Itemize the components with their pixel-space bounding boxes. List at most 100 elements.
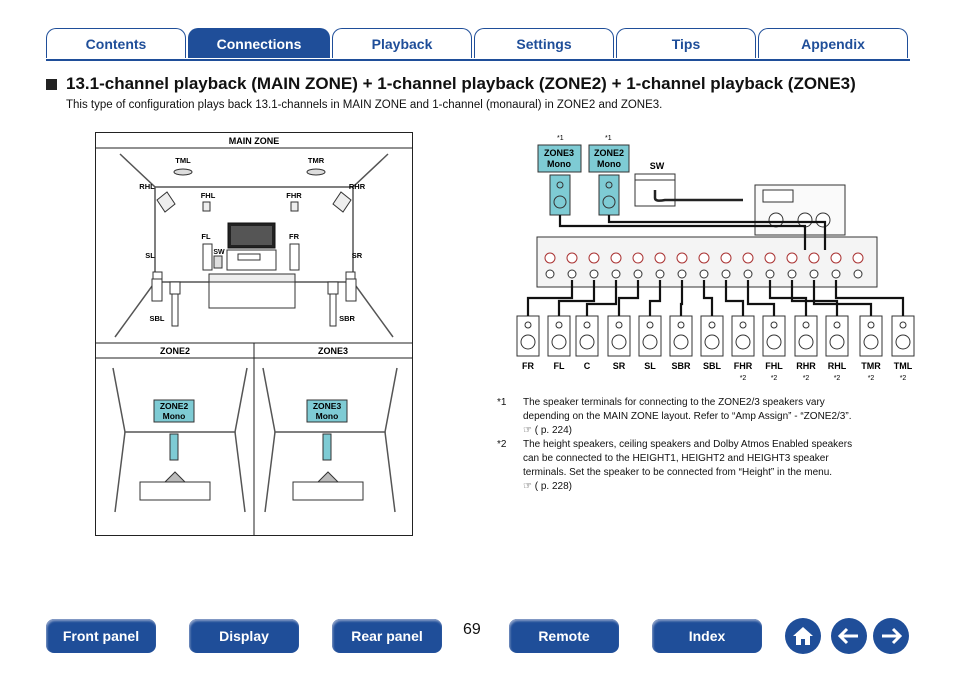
zone2-label: ZONE2 bbox=[160, 346, 190, 356]
svg-text:ZONE2: ZONE2 bbox=[594, 148, 624, 158]
terminal-post bbox=[787, 269, 797, 279]
zone2-room-walls bbox=[112, 367, 248, 513]
sr-speaker bbox=[345, 271, 356, 280]
tab-contents[interactable]: Contents bbox=[46, 28, 186, 58]
tab-appendix[interactable]: Appendix bbox=[758, 28, 908, 58]
footnote-mark: *2 bbox=[803, 375, 810, 382]
svg-text:FL: FL bbox=[201, 232, 211, 241]
speaker-wire bbox=[648, 280, 662, 316]
page-ref-link[interactable]: ☞ ( p. 228) bbox=[523, 481, 572, 492]
home-button[interactable] bbox=[785, 618, 821, 654]
footnote-1: *1 The speaker terminals for connecting … bbox=[497, 397, 852, 436]
terminal-post bbox=[566, 252, 578, 264]
speaker-label: RHR bbox=[796, 361, 816, 371]
page-ref-icon: ☞ bbox=[523, 425, 532, 436]
tab-playback[interactable]: Playback bbox=[332, 28, 472, 58]
zone3-sofa-icon bbox=[292, 481, 364, 501]
terminal-post bbox=[721, 269, 731, 279]
speaker-wire bbox=[768, 280, 808, 316]
terminal-post bbox=[742, 252, 754, 264]
rear-panel-button[interactable]: Rear panel bbox=[332, 619, 442, 653]
terminal-post bbox=[698, 252, 710, 264]
zone2-badge bbox=[153, 399, 195, 423]
tab-connections[interactable]: Connections bbox=[188, 28, 330, 58]
zone3-room-walls bbox=[262, 367, 398, 513]
zone2-mono-badge bbox=[588, 144, 630, 173]
svg-text:SR: SR bbox=[352, 251, 363, 260]
tml-speaker bbox=[173, 168, 193, 176]
terminal-post bbox=[567, 269, 577, 279]
terminal-post bbox=[632, 252, 644, 264]
svg-text:FR: FR bbox=[289, 232, 300, 241]
terminal-post bbox=[765, 269, 775, 279]
speaker-wire bbox=[834, 280, 905, 316]
zone3-badge bbox=[306, 399, 348, 423]
top-tab-bar: Contents Connections Playback Settings T… bbox=[46, 24, 910, 60]
main-zone-label: MAIN ZONE bbox=[229, 136, 280, 146]
terminal-post bbox=[610, 252, 622, 264]
speaker-label: SL bbox=[644, 361, 656, 371]
sofa-icon bbox=[208, 279, 296, 309]
intro-text: This type of configuration plays back 13… bbox=[66, 99, 663, 111]
speaker-label: FHL bbox=[765, 361, 783, 371]
speaker-wires bbox=[526, 215, 905, 316]
sbr-speaker bbox=[327, 281, 339, 295]
speaker-label: TMR bbox=[861, 361, 881, 371]
terminal-post bbox=[831, 269, 841, 279]
speaker-label: FHR bbox=[734, 361, 753, 371]
tab-tips[interactable]: Tips bbox=[616, 28, 756, 58]
speaker-label: TML bbox=[894, 361, 913, 371]
page-ref-link[interactable]: ☞ ( p. 224) bbox=[523, 425, 572, 436]
page-ref-icon: ☞ bbox=[523, 481, 532, 492]
forward-button[interactable] bbox=[873, 618, 909, 654]
front-panel-button[interactable]: Front panel bbox=[46, 619, 156, 653]
speaker-wire bbox=[812, 280, 873, 316]
svg-text:Mono: Mono bbox=[597, 159, 621, 169]
zone3-mono-speaker bbox=[549, 174, 571, 216]
index-button[interactable]: Index bbox=[652, 619, 762, 653]
terminal-post bbox=[853, 269, 863, 279]
speaker-label: FL bbox=[554, 361, 565, 371]
terminal-post bbox=[545, 269, 555, 279]
svg-text:*1: *1 bbox=[605, 135, 612, 142]
tab-settings[interactable]: Settings bbox=[474, 28, 614, 58]
terminal-post bbox=[808, 252, 820, 264]
speaker-label: SBL bbox=[703, 361, 722, 371]
terminal-post bbox=[764, 252, 776, 264]
zone3-wire bbox=[558, 215, 807, 250]
terminal-post bbox=[544, 252, 556, 264]
rhl-speaker bbox=[156, 191, 176, 213]
zone2-wire bbox=[607, 215, 827, 250]
sl-speaker bbox=[152, 271, 163, 280]
back-button[interactable] bbox=[831, 618, 867, 654]
remote-button[interactable]: Remote bbox=[509, 619, 619, 653]
tmr-speaker bbox=[306, 168, 326, 176]
footnote-mark: *2 bbox=[740, 375, 747, 382]
svg-text:SL: SL bbox=[145, 251, 155, 260]
svg-text:*1: *1 bbox=[557, 135, 564, 142]
terminal-post bbox=[589, 269, 599, 279]
svg-text:RHL: RHL bbox=[139, 182, 155, 191]
terminal-post bbox=[676, 252, 688, 264]
zone2-sofa-icon bbox=[139, 481, 211, 501]
room-layout-diagram: MAIN ZONE ZONE2 ZONE3 TML TMR RHL RHR FH… bbox=[95, 132, 413, 536]
fl-speaker bbox=[202, 243, 213, 271]
speaker-label: SR bbox=[613, 361, 626, 371]
fhl-speaker bbox=[202, 201, 211, 212]
terminal-post bbox=[611, 269, 621, 279]
speaker-wire bbox=[585, 280, 618, 316]
svg-text:TMR: TMR bbox=[308, 156, 325, 165]
heading-bullet-icon bbox=[46, 78, 57, 90]
speaker-label: SBR bbox=[671, 361, 691, 371]
section-heading: 13.1-channel playback (MAIN ZONE) + 1-ch… bbox=[46, 74, 856, 94]
footnote-mark: *2 bbox=[771, 375, 778, 382]
fhr-speaker bbox=[290, 201, 299, 212]
speaker-wire bbox=[617, 280, 640, 316]
sw-speaker bbox=[213, 255, 223, 269]
terminal-post bbox=[809, 269, 819, 279]
home-icon bbox=[793, 627, 813, 645]
display-button[interactable]: Display bbox=[189, 619, 299, 653]
svg-text:Mono: Mono bbox=[547, 159, 571, 169]
svg-text:SW: SW bbox=[650, 161, 665, 171]
